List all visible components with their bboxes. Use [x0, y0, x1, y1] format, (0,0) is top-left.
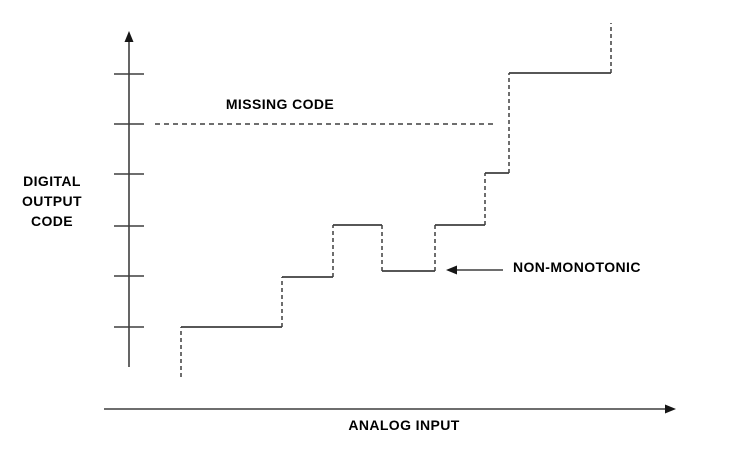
x-axis-label: ANALOG INPUT: [348, 417, 460, 433]
missing-code-label: MISSING CODE: [225, 96, 335, 112]
y-axis-label-line-3: CODE: [30, 213, 74, 229]
y-axis-label-line-2: OUTPUT: [22, 193, 82, 209]
y-axis-label-line-1: DIGITAL: [23, 173, 81, 189]
y-axis-arrowhead: [124, 31, 134, 42]
non-monotonic-label: NON-MONOTONIC: [513, 259, 641, 275]
y-axis-label: DIGITAL OUTPUT CODE: [12, 171, 92, 231]
x-axis-arrowhead: [665, 404, 676, 414]
non-monotonic-arrowhead: [446, 265, 457, 275]
